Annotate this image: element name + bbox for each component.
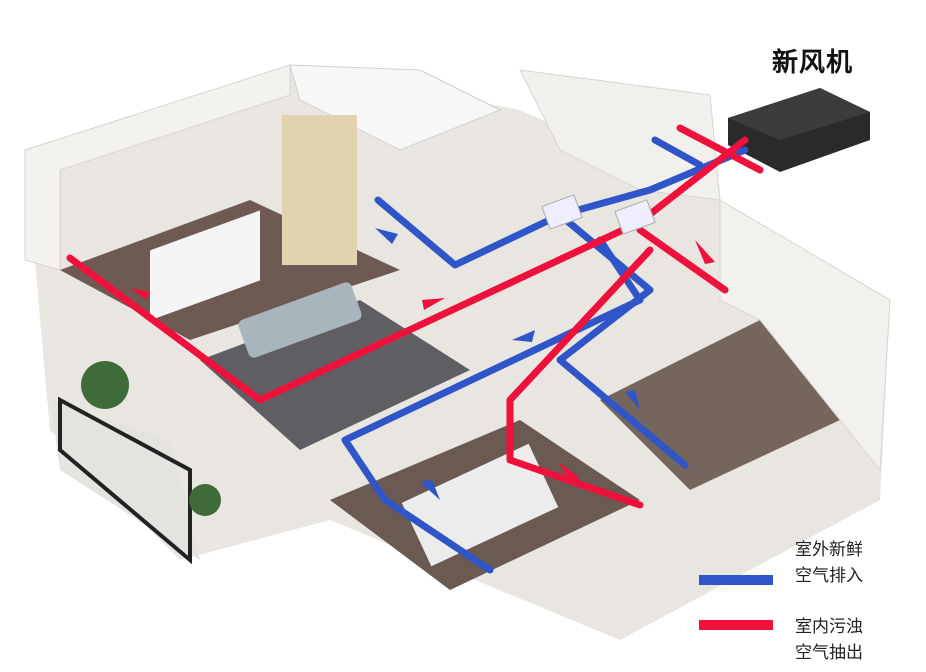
red-pipe	[66, 136, 749, 404]
balcony-railing	[58, 396, 192, 565]
fresh-air-legend-swatch	[699, 575, 773, 585]
arrow-icon	[420, 480, 440, 500]
legend-line-2: 空气抽出	[795, 643, 863, 663]
junction-box	[614, 199, 656, 235]
arrow-icon	[695, 240, 715, 264]
study-wall	[719, 199, 891, 472]
red-pipe	[676, 124, 764, 174]
legend-line-1: 室外新鲜	[795, 540, 863, 560]
junction-box	[541, 194, 583, 230]
bathroom	[289, 64, 502, 151]
arrow-icon	[625, 390, 640, 410]
arrow-icon	[422, 298, 445, 310]
bed-left	[150, 210, 260, 321]
exhaust-air-legend-text: 室内污浊 空气抽出	[795, 614, 863, 666]
arrow-icon	[130, 288, 150, 300]
arrow-icon	[375, 228, 398, 244]
arrow-icon	[558, 462, 580, 482]
exhaust-air-legend-swatch	[699, 620, 773, 630]
plant-icon	[81, 361, 129, 409]
sofa	[238, 282, 362, 358]
arrow-icon	[512, 330, 535, 342]
wardrobe	[282, 115, 357, 265]
blue-pipe	[651, 136, 704, 169]
ventilation-unit-top	[728, 88, 870, 140]
exhaust-air-pipes	[66, 124, 764, 509]
ventilation-unit-label: 新风机	[772, 48, 854, 78]
legend-line-2: 空气排入	[795, 566, 863, 586]
airflow-arrows	[130, 228, 715, 500]
balcony	[50, 400, 200, 560]
legend-line-1: 室内污浊	[795, 617, 863, 637]
red-pipe	[636, 226, 729, 294]
plant-icon	[189, 484, 221, 516]
red-pipe	[506, 246, 654, 509]
fresh-air-legend-text: 室外新鲜 空气排入	[795, 537, 863, 589]
